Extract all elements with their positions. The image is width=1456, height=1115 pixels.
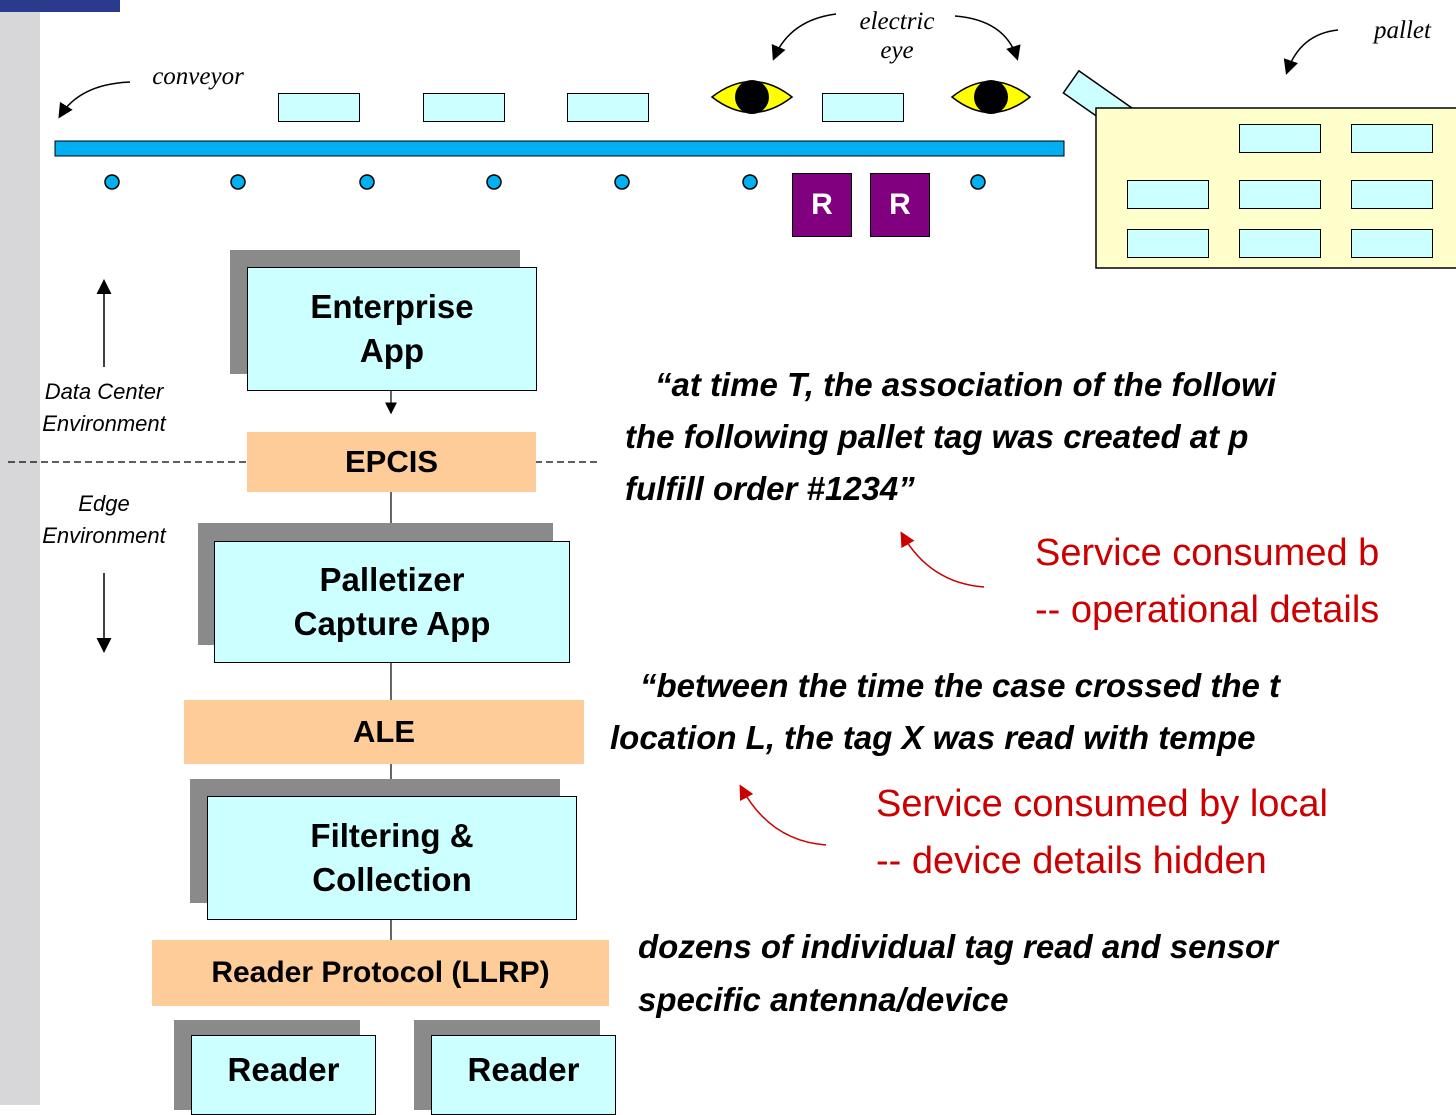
rfid-reader-marker: R	[870, 173, 930, 237]
pallet-case	[1127, 180, 1209, 209]
reader-protocol-band: Reader Protocol (LLRP)	[152, 940, 609, 1006]
edge-environment-label: Edge Environment	[42, 491, 166, 548]
reader-box: Reader	[431, 1035, 616, 1115]
filtering-collection-label: Filtering & Collection	[310, 817, 474, 898]
pallet-case	[1127, 229, 1209, 258]
epcis-quote-line: fulfill order #1234”	[625, 470, 915, 507]
epcis-quote-line: the following pallet tag was created at …	[625, 418, 1249, 455]
data-center-environment-label: Data Center Environment	[42, 379, 166, 436]
conveyor-case	[567, 93, 649, 122]
filtering-collection-box: Filtering & Collection	[207, 796, 577, 920]
ale-band: ALE	[184, 700, 584, 764]
reader-box: Reader	[191, 1035, 376, 1115]
palletizer-capture-app-box: Palletizer Capture App	[214, 541, 570, 663]
conveyor-case	[423, 93, 505, 122]
ale-service-text: -- device details hidden	[876, 840, 1267, 882]
ale-quote-line: location L, the tag X was read with temp…	[610, 719, 1256, 756]
reader-quote-line: specific antenna/device	[638, 981, 1009, 1018]
ale-quote-line: “between the time the case crossed the t	[640, 667, 1281, 704]
reader-label: Reader	[467, 1051, 580, 1089]
palletizer-capture-app-label: Palletizer Capture App	[293, 561, 491, 642]
electric-eye-right-icon	[950, 80, 1032, 114]
conveyor-rollers	[104, 174, 986, 190]
conveyor-case	[822, 93, 904, 122]
electric-eye-arrow-left	[771, 13, 837, 61]
pallet-arrow	[1283, 29, 1339, 75]
ale-service-arrow	[739, 784, 827, 846]
pallet-case	[1239, 229, 1321, 258]
epcis-service-text: -- operational details	[1035, 589, 1380, 631]
pallet-case	[1239, 124, 1321, 153]
pallet-case	[1351, 124, 1433, 153]
ale-service-text: Service consumed by local	[876, 783, 1328, 825]
reader-quote-line: dozens of individual tag read and sensor	[638, 928, 1278, 965]
conveyor-label: conveyor	[152, 63, 244, 90]
pallet-case	[1351, 180, 1433, 209]
enterprise-app-label: Enterprise App	[310, 288, 474, 369]
electric-eye-label: electric eye	[859, 8, 935, 64]
conveyor-case	[278, 93, 360, 122]
enterprise-app-box: Enterprise App	[247, 267, 537, 391]
epcis-quote-line: “at time T, the association of the follo…	[655, 366, 1276, 403]
epcis-band: EPCIS	[247, 432, 536, 492]
conveyor-arrow	[58, 81, 131, 119]
pallet-case	[1351, 229, 1433, 258]
epcis-service-text: Service consumed b	[1035, 532, 1380, 574]
reader-label: Reader	[227, 1051, 340, 1089]
conveyor-belt	[54, 140, 1065, 157]
rfid-reader-marker: R	[792, 173, 852, 237]
electric-eye-left-icon	[710, 80, 794, 114]
logo-strip	[0, 0, 120, 12]
slide-sidebar	[0, 0, 40, 1105]
pallet-label: pallet	[1374, 17, 1431, 44]
pallet-case	[1239, 180, 1321, 209]
epcis-service-arrow	[900, 531, 985, 588]
electric-eye-arrow-right	[954, 15, 1021, 61]
